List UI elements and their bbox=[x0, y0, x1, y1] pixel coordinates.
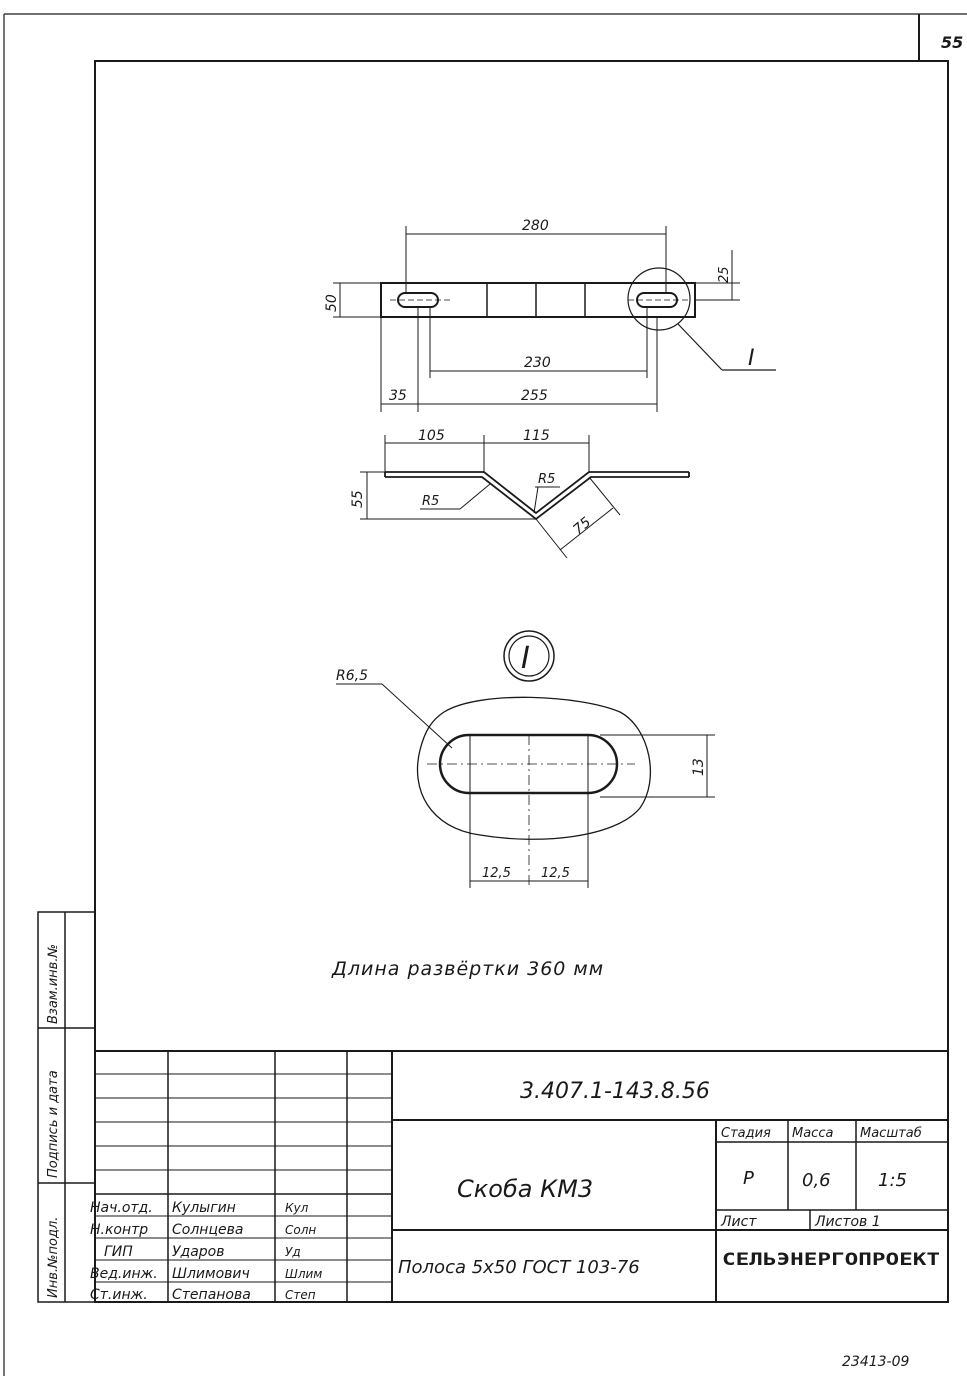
sig-role: Вед.инж. bbox=[90, 1266, 158, 1282]
dim-12-5-right: 12,5 bbox=[541, 866, 570, 881]
sig-name: Шлимович bbox=[172, 1266, 250, 1282]
mass-label: Масса bbox=[792, 1126, 833, 1141]
dim-r6-5: R6,5 bbox=[336, 668, 368, 684]
dim-280: 280 bbox=[522, 218, 549, 234]
scale-label: Масштаб bbox=[860, 1126, 922, 1141]
side-stamp bbox=[37, 911, 96, 1303]
sig-role: Н.контр bbox=[90, 1222, 148, 1238]
detail-view bbox=[336, 630, 715, 888]
title-block bbox=[95, 1050, 948, 1302]
sheet-label: Лист bbox=[720, 1214, 757, 1230]
sig-mark: Кул bbox=[285, 1201, 309, 1215]
mass-value: 0,6 bbox=[802, 1170, 831, 1191]
dim-13: 13 bbox=[691, 758, 707, 776]
detail-callout-label: I bbox=[748, 346, 755, 371]
top-view bbox=[333, 226, 776, 412]
profile-view bbox=[360, 435, 690, 559]
item-name: Скоба КМ3 bbox=[457, 1175, 593, 1203]
stamp-sign-date: Подпись и дата bbox=[46, 1070, 61, 1178]
stamp-inv-orig: Инв.№подл. bbox=[46, 1217, 61, 1298]
dim-75: 75 bbox=[570, 514, 594, 538]
dim-105: 105 bbox=[418, 428, 445, 444]
development-length-note: Длина развёртки 360 мм bbox=[331, 958, 604, 980]
dim-55: 55 bbox=[350, 490, 366, 508]
signature-rows: Нач.отд. Кулыгин Кул Н.контр Солнцева Со… bbox=[90, 1200, 322, 1303]
stage-label: Стадия bbox=[721, 1126, 771, 1141]
stage-value: Р bbox=[743, 1168, 754, 1189]
stamp-replace-inv: Взам.инв.№ bbox=[46, 944, 61, 1024]
sig-mark: Солн bbox=[285, 1223, 316, 1237]
organization-name: СЕЛЬЭНЕРГОПРОЕКТ bbox=[722, 1250, 940, 1270]
sig-role: Ст.инж. bbox=[90, 1287, 148, 1303]
dim-115: 115 bbox=[523, 428, 550, 444]
dim-r5-outer: R5 bbox=[422, 494, 439, 509]
sig-role: ГИП bbox=[104, 1244, 133, 1260]
sheet-frame bbox=[3, 13, 967, 1376]
document-code: 3.407.1-143.8.56 bbox=[520, 1079, 710, 1104]
material-spec: Полоса 5х50 ГОСТ 103-76 bbox=[398, 1257, 640, 1278]
dim-12-5-left: 12,5 bbox=[482, 866, 511, 881]
detail-marker: I bbox=[521, 641, 530, 676]
sig-role: Нач.отд. bbox=[90, 1200, 153, 1216]
scale-value: 1:5 bbox=[878, 1170, 907, 1191]
footer-code: 23413-09 bbox=[842, 1354, 909, 1370]
sig-mark: Степ bbox=[285, 1288, 316, 1302]
dim-35: 35 bbox=[389, 388, 407, 404]
sheets-label: Листов 1 bbox=[814, 1214, 881, 1230]
dim-255: 255 bbox=[521, 388, 548, 404]
sig-name: Удаpов bbox=[172, 1244, 225, 1260]
sig-name: Солнцева bbox=[172, 1222, 243, 1238]
sig-mark: Уд bbox=[285, 1245, 301, 1259]
sig-name: Степанова bbox=[172, 1287, 251, 1303]
dim-230: 230 bbox=[524, 355, 551, 371]
dim-50: 50 bbox=[324, 294, 340, 312]
sig-name: Кулыгин bbox=[172, 1200, 236, 1216]
sheet-number: 55 bbox=[941, 33, 963, 52]
dim-25: 25 bbox=[717, 266, 732, 283]
dim-r5-inner: R5 bbox=[538, 472, 555, 487]
sig-mark: Шлим bbox=[285, 1267, 322, 1281]
